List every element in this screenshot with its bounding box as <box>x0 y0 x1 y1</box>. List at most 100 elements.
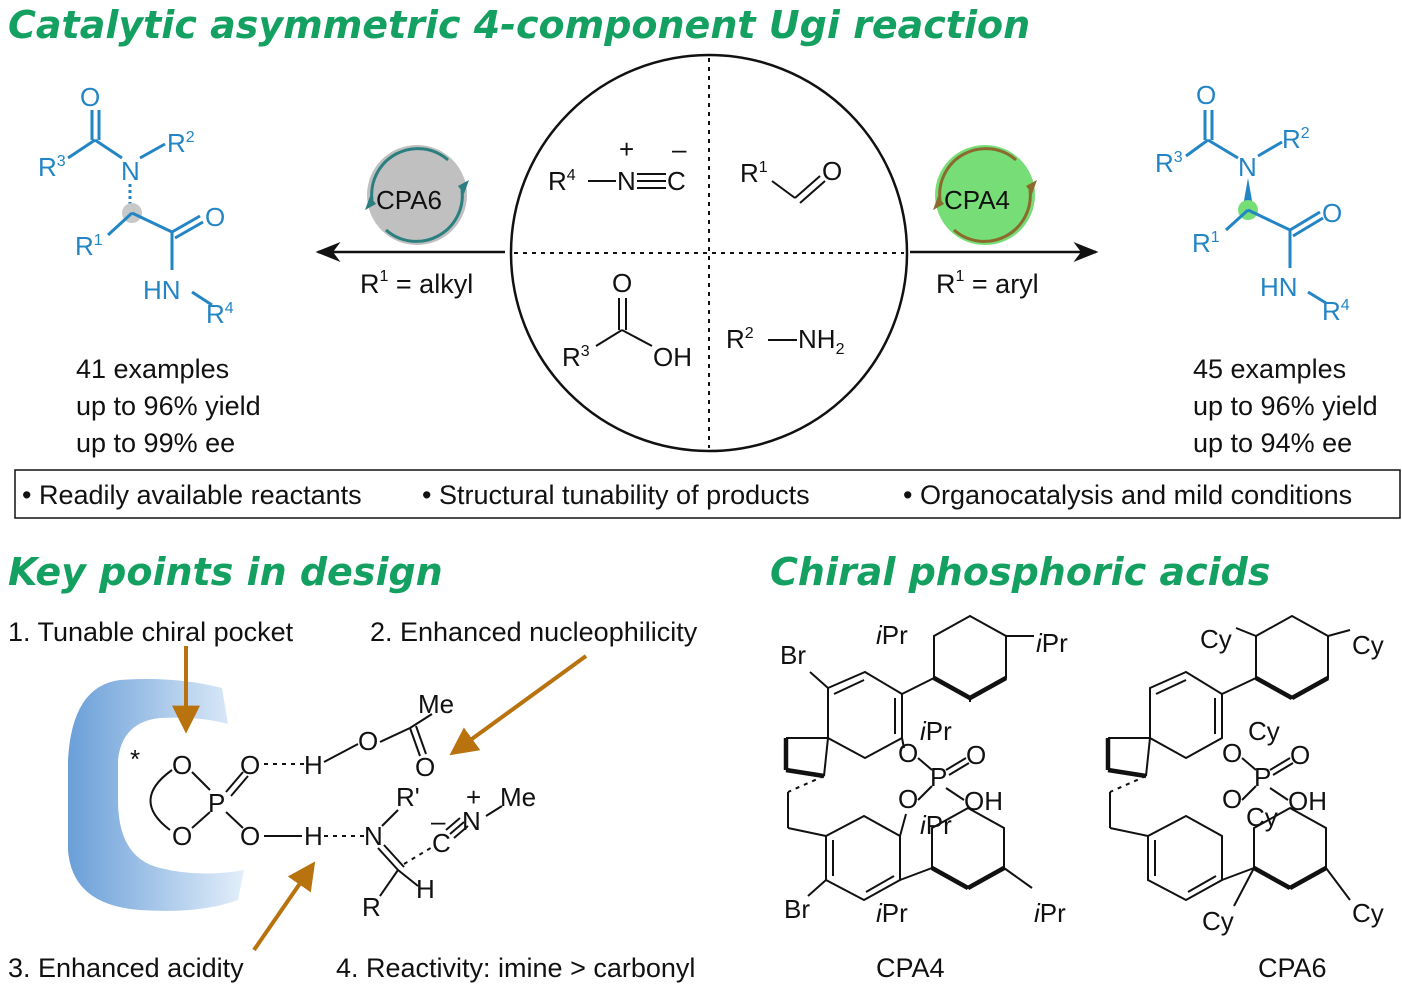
svg-text:iPr: iPr <box>1034 898 1066 928</box>
svg-text:R4: R4 <box>548 166 576 196</box>
svg-text:Cy: Cy <box>1202 906 1234 936</box>
design-point-3: 3. Enhanced acidity <box>8 953 244 983</box>
svg-text:O: O <box>966 740 986 770</box>
right-stat-yield: up to 96% yield <box>1193 391 1378 421</box>
left-stat-examples: 41 examples <box>76 354 229 384</box>
svg-text:P: P <box>208 788 225 818</box>
svg-text:O: O <box>1222 738 1242 768</box>
svg-text:O: O <box>172 750 192 780</box>
svg-text:O: O <box>205 202 225 232</box>
svg-text:Cy: Cy <box>1246 802 1278 832</box>
feature-tunability: • Structural tunability of products <box>422 480 810 510</box>
cpa4-structure: Br Br O O P O OH iPr iP <box>780 614 1068 928</box>
left-product-structure: O R3 N R2 O R1 HN R4 <box>38 82 234 329</box>
transition-state-structure: * O O P O O H H O Me O N R' R H C – <box>130 689 536 922</box>
svg-text:O: O <box>1290 740 1310 770</box>
svg-text:R2: R2 <box>167 128 195 158</box>
design-point-1: 1. Tunable chiral pocket <box>8 617 294 647</box>
left-condition: R1 = alkyl <box>360 268 473 299</box>
svg-text:Cy: Cy <box>1352 630 1384 660</box>
svg-text:+: + <box>466 782 481 812</box>
svg-text:iPr: iPr <box>876 620 908 650</box>
svg-text:O: O <box>240 750 260 780</box>
svg-text:R4: R4 <box>1322 296 1350 326</box>
svg-text:R': R' <box>396 782 420 812</box>
svg-text:R1: R1 <box>75 231 103 261</box>
svg-text:R2: R2 <box>726 324 754 354</box>
svg-text:O: O <box>612 268 632 298</box>
cpa4-badge-label: CPA4 <box>944 185 1010 215</box>
svg-text:R1: R1 <box>740 158 768 188</box>
cpa-title: Chiral phosphoric acids <box>770 550 1270 594</box>
cpa4-label: CPA4 <box>876 953 945 983</box>
main-title: Catalytic asymmetric 4-component Ugi rea… <box>8 3 1030 47</box>
svg-text:H: H <box>304 821 323 851</box>
svg-text:P: P <box>1254 762 1271 792</box>
svg-text:–: – <box>672 134 687 164</box>
svg-text:Br: Br <box>780 640 806 670</box>
svg-text:H: H <box>416 874 435 904</box>
svg-text:N: N <box>462 806 481 836</box>
chiral-pocket-shape <box>68 679 244 911</box>
svg-text:Cy: Cy <box>1352 898 1384 928</box>
cpa4-catalyst-badge: CPA4 <box>933 145 1037 245</box>
svg-text:HN: HN <box>1260 272 1298 302</box>
svg-text:iPr: iPr <box>920 810 952 840</box>
feature-organocatalysis: • Organocatalysis and mild conditions <box>903 480 1352 510</box>
svg-text:O: O <box>240 821 260 851</box>
cpa6-label: CPA6 <box>1258 953 1327 983</box>
svg-text:C: C <box>667 166 686 196</box>
svg-text:O: O <box>1222 784 1242 814</box>
svg-text:HN: HN <box>143 275 181 305</box>
svg-text:Me: Me <box>500 782 536 812</box>
svg-text:R4: R4 <box>206 299 234 329</box>
svg-text:–: – <box>431 806 446 836</box>
svg-text:R3: R3 <box>1155 148 1183 178</box>
svg-text:O: O <box>822 156 842 186</box>
svg-text:P: P <box>930 762 947 792</box>
svg-text:O: O <box>898 738 918 768</box>
svg-text:O: O <box>1322 198 1342 228</box>
svg-text:R1: R1 <box>1192 228 1220 258</box>
left-stat-ee: up to 99% ee <box>76 428 235 458</box>
svg-text:O: O <box>172 821 192 851</box>
svg-text:iPr: iPr <box>876 898 908 928</box>
cpa6-badge-label: CPA6 <box>376 185 442 215</box>
left-stat-yield: up to 96% yield <box>76 391 261 421</box>
svg-text:O: O <box>358 726 378 756</box>
svg-text:OH: OH <box>1288 786 1327 816</box>
svg-text:O: O <box>415 752 435 782</box>
cpa6-structure: O O P O OH Cy Cy Cy Cy Cy Cy <box>1105 614 1384 936</box>
right-condition: R1 = aryl <box>936 268 1039 299</box>
design-point-2: 2. Enhanced nucleophilicity <box>370 617 698 647</box>
svg-text:O: O <box>80 82 100 112</box>
acidity-arrow <box>252 861 316 952</box>
svg-text:C: C <box>432 828 451 858</box>
feature-reactants: • Readily available reactants <box>22 480 362 510</box>
svg-text:N: N <box>121 156 140 186</box>
svg-text:OH: OH <box>964 786 1003 816</box>
design-point-4: 4. Reactivity: imine > carbonyl <box>336 953 695 983</box>
svg-text:+: + <box>619 134 634 164</box>
svg-text:iPr: iPr <box>1036 628 1068 658</box>
svg-text:NH2: NH2 <box>798 324 845 358</box>
svg-text:Cy: Cy <box>1248 716 1280 746</box>
svg-text:R2: R2 <box>1282 124 1310 154</box>
right-product-structure: O R3 N R2 O R1 HN R4 <box>1155 80 1350 326</box>
svg-text:*: * <box>130 744 140 774</box>
svg-text:H: H <box>304 750 323 780</box>
svg-text:R3: R3 <box>38 152 66 182</box>
components-circle: R4 N C + – R1 O O R3 OH R2 NH2 <box>509 53 909 453</box>
svg-text:Br: Br <box>784 894 810 924</box>
svg-text:Me: Me <box>418 689 454 719</box>
svg-text:OH: OH <box>653 342 692 372</box>
svg-text:R3: R3 <box>562 342 590 372</box>
svg-text:R: R <box>362 892 381 922</box>
svg-text:N: N <box>617 166 636 196</box>
svg-text:Cy: Cy <box>1200 624 1232 654</box>
design-title: Key points in design <box>8 550 443 594</box>
right-stat-examples: 45 examples <box>1193 354 1346 384</box>
right-stat-ee: up to 94% ee <box>1193 428 1352 458</box>
svg-text:N: N <box>1238 152 1257 182</box>
